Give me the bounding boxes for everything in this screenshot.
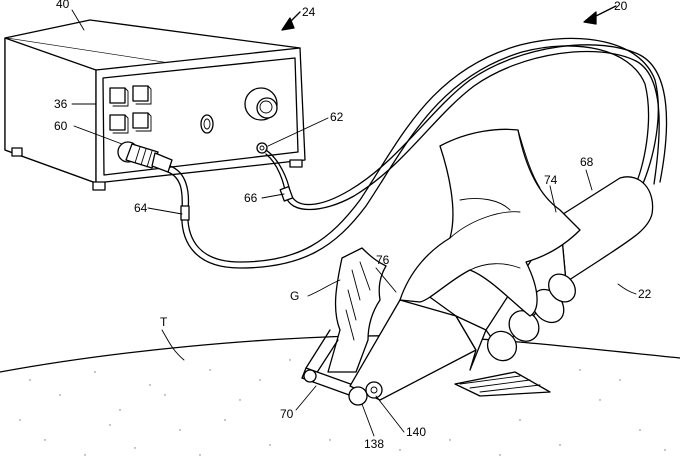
label-tissue: T <box>160 315 168 329</box>
label-cable-left: 64 <box>134 201 148 215</box>
label-handpiece-assembly: 22 <box>638 287 652 301</box>
label-buttons: 36 <box>54 97 68 111</box>
label-handpiece-body: 68 <box>580 155 594 169</box>
console-unit <box>5 20 305 190</box>
label-handpiece-shaft: 74 <box>544 173 558 187</box>
label-roller: 138 <box>364 437 384 451</box>
roller-cap <box>366 382 382 398</box>
label-console: 40 <box>56 0 70 11</box>
label-roller-cap: 140 <box>406 425 426 439</box>
label-gripper: G <box>290 289 299 303</box>
label-blade-head: 76 <box>376 253 390 267</box>
connector-right <box>257 143 267 153</box>
label-connector-left: 60 <box>54 119 68 133</box>
label-cable-right: 66 <box>244 191 258 205</box>
label-connector-right: 62 <box>330 110 344 124</box>
indicator-light <box>201 115 213 133</box>
console-knob <box>245 88 277 120</box>
label-system: 20 <box>614 0 628 13</box>
label-tip: 70 <box>280 407 294 421</box>
label-console-assembly: 24 <box>302 5 316 19</box>
roller <box>349 387 367 405</box>
